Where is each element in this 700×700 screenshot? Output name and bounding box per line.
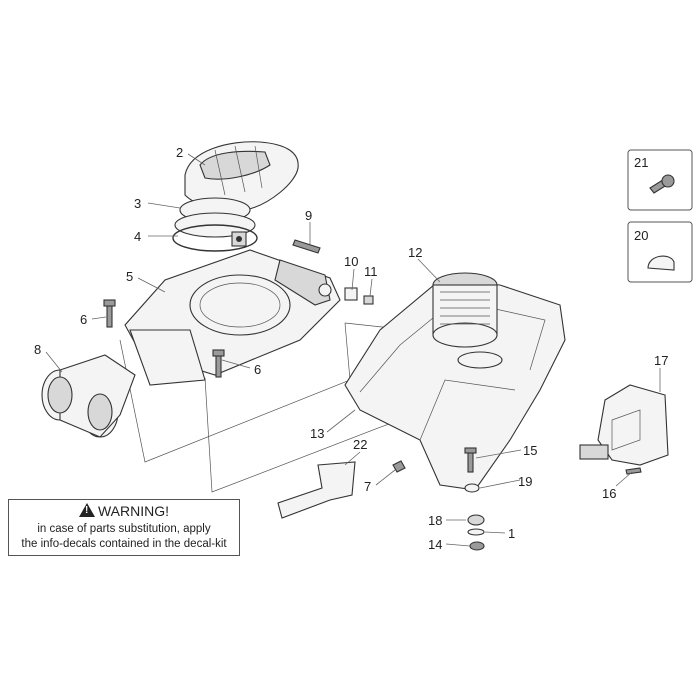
warning-title: WARNING! xyxy=(9,503,239,519)
part-small-hardware xyxy=(392,447,485,551)
callout-7: 7 xyxy=(364,479,371,494)
callout-4: 4 xyxy=(134,229,141,244)
part-bracket xyxy=(579,384,669,475)
part-bolt-nut xyxy=(292,239,374,305)
warning-box: WARNING! in case of parts substitution, … xyxy=(8,499,240,556)
callout-9: 9 xyxy=(305,208,312,223)
callout-11: 11 xyxy=(364,264,378,279)
callout-21: 21 xyxy=(634,155,648,170)
leader-lines xyxy=(45,153,661,547)
warning-title-text: WARNING! xyxy=(97,503,170,519)
callout-14: 14 xyxy=(428,537,442,552)
part-air-filter xyxy=(432,272,503,369)
callout-20: 20 xyxy=(634,228,648,243)
callout-8: 8 xyxy=(34,342,41,357)
callout-6-right: 6 xyxy=(254,362,261,377)
callout-17: 17 xyxy=(654,353,668,368)
callout-13: 13 xyxy=(310,426,324,441)
detail-box-20 xyxy=(627,221,693,283)
callout-19: 19 xyxy=(518,474,532,489)
callout-labels: 2 3 4 5 6 6 8 9 10 11 12 13 7 22 15 19 1… xyxy=(34,145,668,552)
callout-3: 3 xyxy=(134,196,141,211)
callout-18: 18 xyxy=(428,513,442,528)
callout-2: 2 xyxy=(176,145,183,160)
callout-15: 15 xyxy=(523,443,537,458)
callout-6-left: 6 xyxy=(80,312,87,327)
callout-22: 22 xyxy=(353,437,367,452)
part-intake-cover xyxy=(179,141,299,223)
callout-5: 5 xyxy=(126,269,133,284)
warning-line-2: the info-decals contained in the decal-k… xyxy=(21,538,227,550)
warning-triangle-icon xyxy=(78,503,95,517)
part-decal xyxy=(277,461,356,519)
callout-16: 16 xyxy=(602,486,616,501)
part-screws-6 xyxy=(103,299,225,378)
callout-10: 10 xyxy=(344,254,358,269)
part-intake-boots xyxy=(41,329,206,438)
part-gasket xyxy=(172,212,258,252)
detail-box-21 xyxy=(627,149,693,211)
callout-1: 1 xyxy=(508,526,515,541)
callout-12: 12 xyxy=(408,245,422,260)
warning-line-1: in case of parts substitution, apply xyxy=(37,523,211,535)
